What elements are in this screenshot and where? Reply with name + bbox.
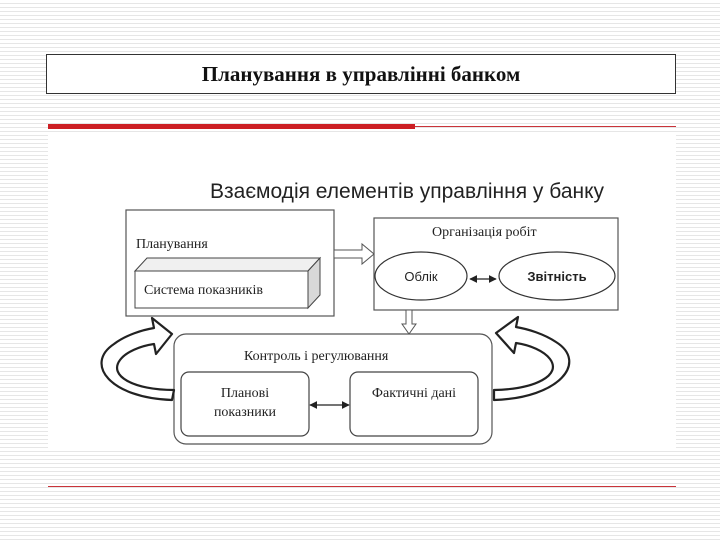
planning-label: Планування bbox=[136, 237, 208, 252]
planned-indicators-box bbox=[180, 371, 310, 437]
indicators-system-block bbox=[133, 256, 322, 310]
diagram-heading: Взаємодія елементів управління у банку bbox=[210, 180, 605, 203]
planned-indicators-line2: показники bbox=[214, 405, 277, 420]
accent-red-bar bbox=[48, 124, 415, 129]
hollow-arrow-down bbox=[401, 309, 417, 335]
hollow-arrow-right bbox=[333, 242, 375, 266]
accounting-label: Облік bbox=[404, 269, 437, 284]
cycle-arrow-left bbox=[100, 316, 176, 402]
slide-title-box: Планування в управлінні банком bbox=[46, 54, 676, 94]
reporting-ellipse bbox=[498, 251, 616, 301]
organization-label: Організація робіт bbox=[432, 225, 537, 240]
management-diagram: Взаємодія елементів управління у банку П… bbox=[48, 132, 676, 450]
actual-data-label: Фактичні дані bbox=[372, 386, 456, 401]
accent-thin-line-bottom bbox=[48, 486, 676, 487]
slide-title: Планування в управлінні банком bbox=[201, 61, 521, 86]
actual-data-box bbox=[349, 371, 479, 437]
accounting-ellipse bbox=[374, 251, 468, 301]
control-label: Контроль і регулювання bbox=[244, 349, 389, 364]
planned-indicators-line1: Планові bbox=[221, 386, 269, 401]
reporting-label: Звітність bbox=[527, 269, 586, 284]
accent-thin-line-top bbox=[415, 126, 676, 127]
indicators-system-label: Система показників bbox=[144, 283, 263, 298]
cycle-arrow-right bbox=[492, 315, 571, 402]
